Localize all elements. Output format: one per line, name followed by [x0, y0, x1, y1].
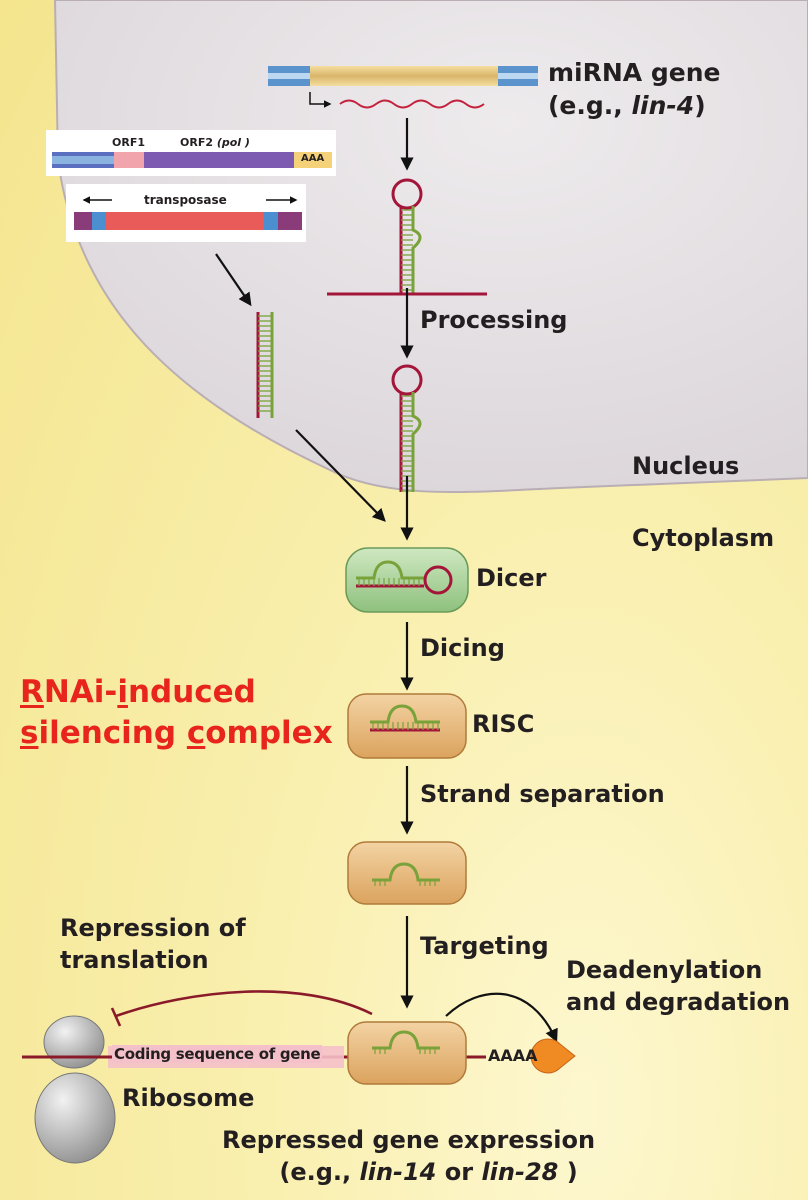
transposase-diagram — [66, 184, 306, 242]
dsrna-duplex — [256, 312, 274, 418]
risc-complex — [347, 693, 467, 759]
transposase-label: transposase — [144, 193, 227, 207]
hairpin-strand-green — [411, 392, 422, 492]
repressed-expression-label: Repressed gene expression (e.g., lin-14 … — [222, 1126, 596, 1187]
processing-label: Processing — [420, 306, 568, 334]
transposon-orf-diagram — [46, 130, 336, 176]
duplex-loop — [423, 565, 453, 595]
nucleus-label: Nucleus — [632, 452, 740, 480]
risc-label: RISC — [472, 710, 535, 738]
mirna-gene — [268, 66, 538, 109]
orf1-label: ORF1 — [112, 136, 145, 149]
dicing-label: Dicing — [420, 634, 505, 662]
targeting-risc-complex — [347, 1021, 467, 1085]
guide-strand — [372, 862, 440, 882]
orf2-label: ORF2 (pol ) — [180, 136, 250, 149]
risc-title: RNAi-induced silencing complex — [20, 674, 333, 751]
deadenylase-icon — [530, 1038, 576, 1074]
ribosome-label: Ribosome — [122, 1084, 255, 1112]
pre-mirna-hairpin — [391, 364, 423, 492]
dicer-label: Dicer — [476, 564, 547, 592]
ribosome-icon — [22, 1015, 130, 1164]
hairpin-loop — [391, 178, 423, 210]
repression-label: Repression of translation — [60, 914, 246, 975]
cytoplasm-label: Cytoplasm — [632, 524, 775, 552]
repression-inhibitor — [110, 990, 373, 1027]
deadenylation-label: Deadenylation and degradation — [566, 956, 791, 1017]
hairpin-loop — [391, 364, 423, 396]
dicer-complex — [345, 547, 469, 613]
nucleus-region — [53, 0, 808, 494]
hairpin-strand-green — [411, 206, 422, 294]
guide-strand — [372, 1030, 440, 1050]
polya-tail-label: AAAA — [488, 1046, 538, 1065]
targeting-label: Targeting — [420, 932, 549, 960]
transcript-wave — [339, 99, 485, 109]
duplex-strand-green — [370, 704, 440, 724]
pathway-arrows — [215, 118, 558, 1043]
coding-sequence-label: Coding sequence of gene — [112, 1045, 323, 1063]
mirna-gene-label: miRNA gene (e.g., lin-4) — [548, 58, 721, 120]
duplex-strand-green — [356, 560, 424, 580]
risc-single-strand-complex — [347, 841, 467, 905]
orf-polya-label: AAA — [301, 153, 325, 164]
strand-separation-label: Strand separation — [420, 780, 665, 808]
